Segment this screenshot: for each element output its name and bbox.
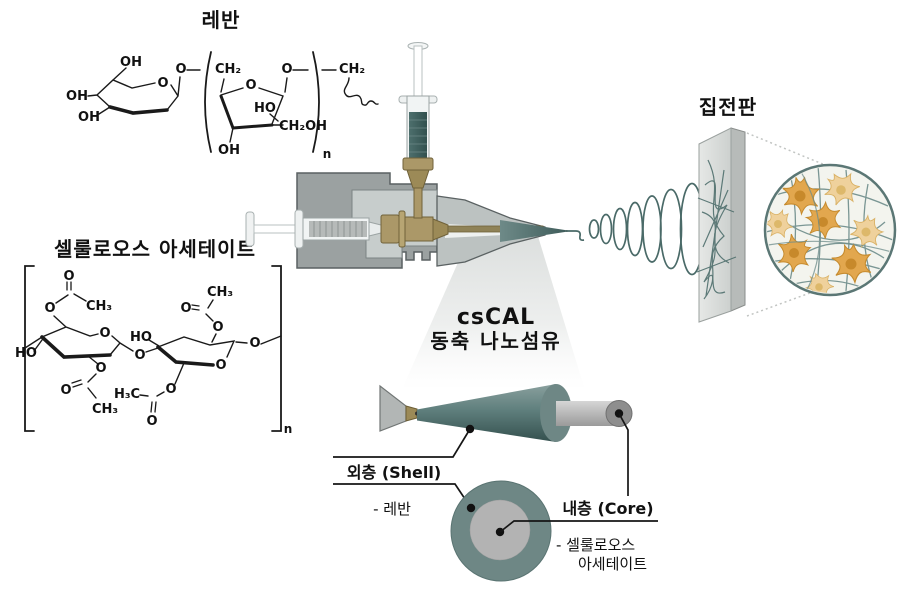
chem-label: O xyxy=(60,383,71,398)
chem-label: O xyxy=(249,336,260,351)
chem-label: OH xyxy=(120,55,142,70)
cellulose-title: 셀룰로오스 아세테이트 xyxy=(54,237,256,261)
chem-label: OH xyxy=(218,143,240,158)
brass-junction xyxy=(380,185,544,248)
cells xyxy=(767,167,890,293)
chem-label: CH₂ xyxy=(215,62,241,77)
chem-label: OH xyxy=(66,89,88,104)
core-callout-underline xyxy=(499,520,658,533)
chem-label: O xyxy=(180,301,191,316)
shell-liquid xyxy=(409,112,427,158)
shell-label: 외층 (Shell) xyxy=(347,463,441,482)
chem-label: O xyxy=(281,62,292,77)
fiber-jet-coil xyxy=(566,182,705,276)
cscal-title: csCAL xyxy=(457,305,535,330)
zoom-beam xyxy=(403,233,584,387)
chem-label: O xyxy=(63,269,74,284)
spinneret-nozzle xyxy=(379,384,407,432)
shell-material: - 레반 xyxy=(373,500,411,518)
shell-syringe xyxy=(398,42,438,189)
chem-label: HO xyxy=(130,330,152,345)
fiber-tangle xyxy=(696,159,737,300)
chem-label: O xyxy=(157,76,168,91)
cell-nucleus xyxy=(789,248,799,258)
chem-label: O xyxy=(44,301,55,316)
mesh-over-cells xyxy=(767,169,893,293)
collector-label: 집전판 xyxy=(699,95,757,119)
chem-label: CH₂ xyxy=(339,62,365,77)
levan-title: 레반 xyxy=(202,8,241,32)
core-syringe xyxy=(245,209,382,249)
cell-nucleus xyxy=(861,227,871,237)
chem-label: CH₃ xyxy=(207,285,233,300)
chem-label: O xyxy=(215,358,226,373)
chem-label: O xyxy=(212,320,223,335)
chem-label: n xyxy=(284,422,293,436)
cell-nucleus xyxy=(794,190,806,202)
chem-label: O xyxy=(245,78,256,93)
core-callout-line xyxy=(618,413,629,496)
chem-label: H₃C xyxy=(114,387,140,402)
chem-label: CH₃ xyxy=(86,299,112,314)
core-material-line1: - 셀룰로오스 xyxy=(556,536,635,554)
chem-label: CH₃ xyxy=(92,402,118,417)
cell-nucleus xyxy=(836,185,846,195)
electrospinning-apparatus xyxy=(245,42,568,269)
collector-plate xyxy=(696,127,746,323)
chem-label: O xyxy=(134,348,145,363)
chem-label: O xyxy=(146,414,157,429)
cell-scaffold-circle xyxy=(763,163,897,297)
shell-section-dot xyxy=(466,503,476,513)
chem-label: O xyxy=(175,62,186,77)
cellulose-chem-labels: O O CH₃ O HO O O CH₃ HO O CH₃ O O O H₃C O O On xyxy=(15,269,292,436)
chem-label: HO xyxy=(254,101,276,116)
taylor-cone xyxy=(500,220,568,242)
chem-label: O xyxy=(99,326,110,341)
cell-nucleus xyxy=(818,217,828,227)
cellulose-acetate-structure xyxy=(24,265,282,432)
cell-nucleus xyxy=(774,220,782,228)
core-label: 내층 (Core) xyxy=(562,499,653,518)
core-material-line2: 아세테이트 xyxy=(578,555,647,573)
chem-label: OH xyxy=(78,110,100,125)
chem-label: O xyxy=(95,361,106,376)
fiber-shell-cone xyxy=(417,384,556,442)
cell-nucleus xyxy=(815,283,823,291)
chem-label: CH₂OH xyxy=(279,119,327,134)
cell-nucleus xyxy=(845,258,857,270)
cscal-subtitle: 동축 나노섬유 xyxy=(430,329,561,353)
shell-callout-line xyxy=(333,428,471,458)
chem-label: HO xyxy=(15,346,37,361)
chem-label: O xyxy=(165,382,176,397)
fiber-cross-section xyxy=(450,480,658,582)
chem-label: n xyxy=(323,147,332,161)
levan-structure xyxy=(87,51,379,153)
plate-side xyxy=(730,127,746,312)
coaxial-fiber-diagram xyxy=(333,384,633,509)
